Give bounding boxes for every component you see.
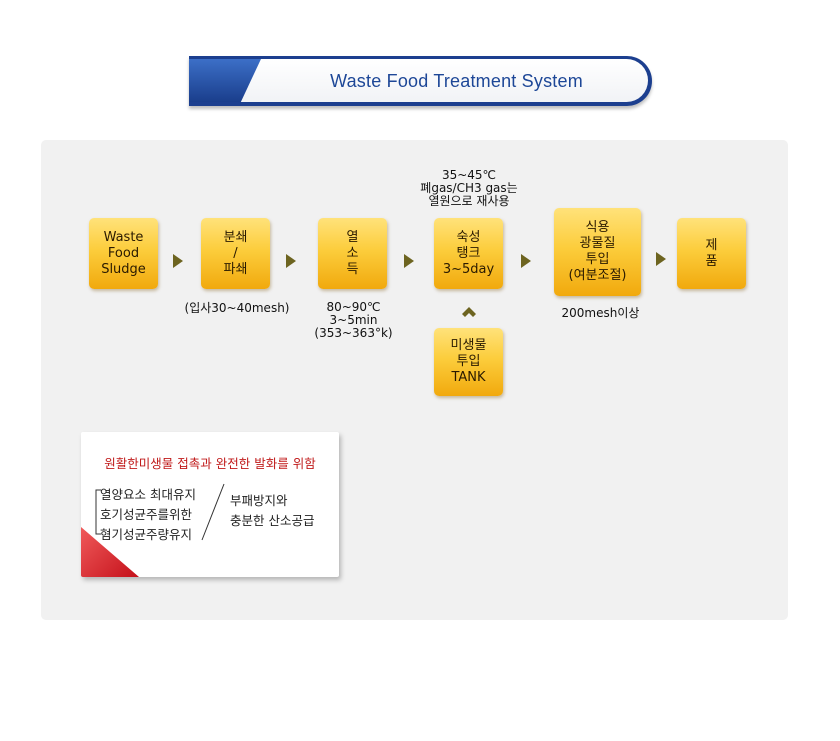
note-line: 3~5min (329, 313, 378, 327)
step-waste-food-sludge: Waste Food Sludge (89, 218, 158, 289)
step-line: Waste (103, 229, 144, 245)
step-heat-treatment: 열 소 득 (318, 218, 387, 289)
step-line: TANK (451, 370, 486, 385)
step-line: 투입 (585, 252, 610, 267)
step-line: 득 (346, 261, 359, 277)
flow-arrow-up-icon (462, 307, 476, 317)
step-crushing: 분쇄 / 파쇄 (201, 218, 270, 289)
note-mineral-mesh: 200mesh이상 (561, 306, 640, 320)
title-banner-face (189, 59, 648, 102)
page-title: Waste Food Treatment System (330, 70, 583, 91)
card-right-item: 충분한 산소공급 (230, 513, 315, 528)
card-left-item: 호기성균주를위한 (100, 507, 193, 522)
step-line: / (233, 245, 238, 261)
step-line: Food (107, 245, 140, 261)
purpose-card: 원활한미생물 접촉과 완전한 발화를 위함 열양요소 최대유지 호기성균주를위한… (81, 432, 339, 577)
note-line: 35~45℃ (441, 168, 497, 182)
step-line: 숙성 (456, 229, 481, 245)
step-line: 미생물 (450, 338, 487, 353)
step-line: 분쇄 (223, 229, 248, 245)
card-right-item: 부패방지와 (230, 493, 288, 508)
note-line: 80~90℃ (326, 300, 381, 314)
microbe-input-tank: 미생물 투입 TANK (434, 328, 503, 396)
step-line: 탱크 (456, 245, 481, 261)
title-banner: Waste Food Treatment System (189, 56, 652, 106)
step-aging-tank: 숙성 탱크 3~5day (434, 218, 503, 289)
note-crush-size: (입사30~40mesh) (184, 301, 290, 315)
step-line: (여분조절) (568, 268, 627, 283)
note-line: 폐gas/CH3 gas는 (420, 181, 518, 195)
note-line: (353~363°k) (314, 326, 393, 340)
step-line: 제 (705, 237, 718, 253)
step-line: 소 (346, 245, 359, 261)
step-line: 파쇄 (223, 261, 248, 277)
step-line: 투입 (456, 354, 481, 369)
step-line: 식용 (585, 220, 610, 235)
flow-arrow-right-icon (404, 254, 414, 268)
flow-arrow-right-icon (656, 252, 666, 266)
card-left-item: 열양요소 최대유지 (100, 487, 196, 502)
card-bracket-lines (95, 483, 225, 541)
step-product: 제 품 (677, 218, 746, 289)
card-heading: 원활한미생물 접촉과 완전한 발화를 위함 (104, 456, 316, 471)
step-mineral-input: 식용 광물질 투입 (여분조절) (554, 208, 641, 296)
note-heat-conditions: 80~90℃ 3~5min (353~363°k) (306, 301, 401, 340)
note-line: 열원으로 재사용 (428, 194, 510, 208)
flow-arrow-right-icon (521, 254, 531, 268)
step-line: Sludge (101, 261, 146, 277)
step-line: 열 (346, 229, 359, 245)
note-tank-gas: 35~45℃ 폐gas/CH3 gas는 열원으로 재사용 (405, 169, 533, 208)
card-left-item: 혐기성균주량유지 (100, 527, 193, 542)
step-line: 광물질 (579, 236, 616, 251)
flow-arrow-right-icon (286, 254, 296, 268)
step-line: 품 (705, 253, 718, 269)
step-line: 3~5day (442, 261, 495, 277)
flow-arrow-right-icon (173, 254, 183, 268)
